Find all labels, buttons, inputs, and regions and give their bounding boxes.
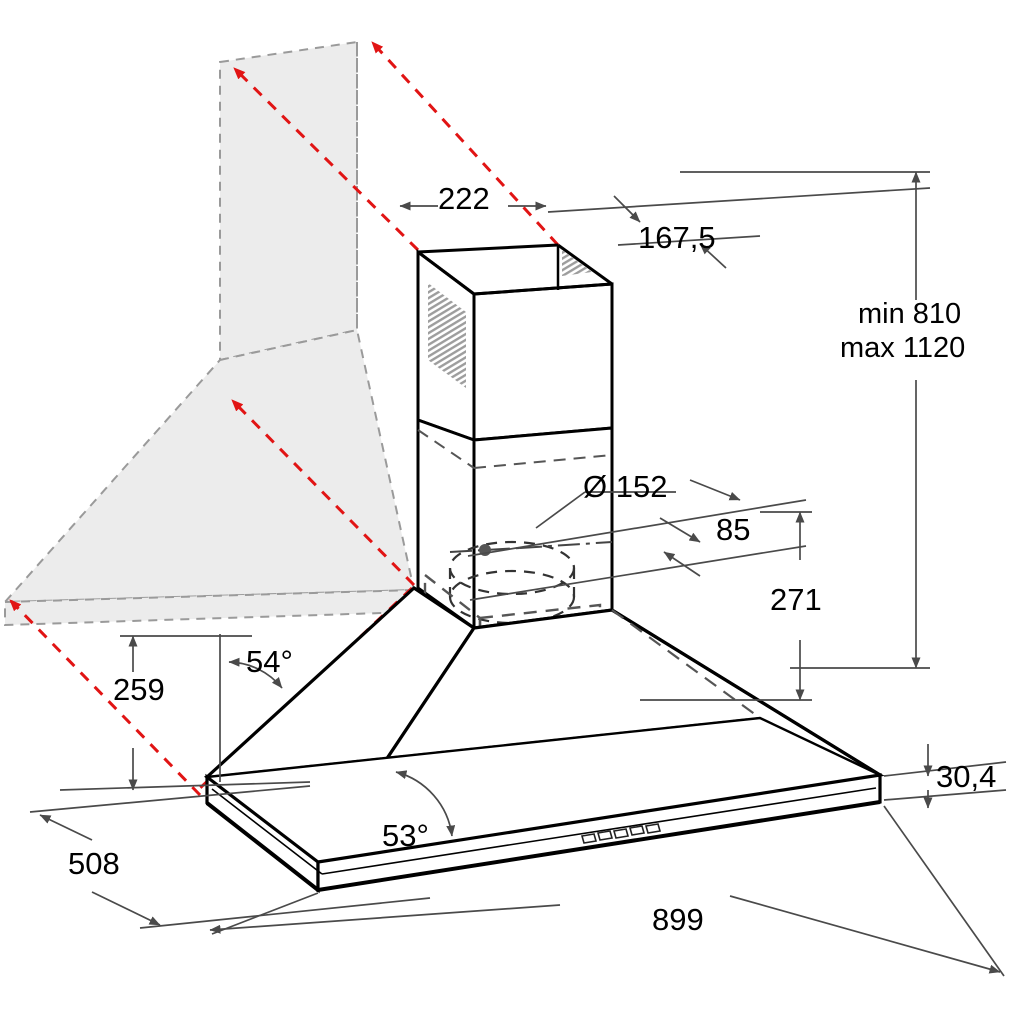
control-button[interactable] [612, 828, 630, 839]
chimney-lower [416, 417, 614, 631]
control-panel[interactable] [580, 823, 662, 844]
dimension-label-167-5: 167,5 [638, 220, 716, 255]
dimension-label-508: 508 [68, 846, 120, 881]
dimension-label-30-4: 30,4 [936, 759, 997, 794]
grille-icon [428, 283, 466, 388]
dimension-label-min-height: min 810 [858, 298, 962, 330]
dimension-label-899: 899 [652, 902, 704, 937]
control-button[interactable] [628, 825, 646, 836]
duct-outlet [448, 540, 576, 625]
dimension-label-max-height: max 1120 [840, 332, 966, 364]
dimension-label-222: 222 [438, 181, 490, 216]
chimney-upper [416, 243, 614, 443]
dimension-label-271: 271 [770, 582, 822, 617]
dimension-label-259: 259 [113, 672, 165, 707]
wall-projection-shadow [2, 40, 416, 627]
control-button[interactable] [580, 833, 598, 844]
control-button[interactable] [596, 830, 614, 841]
control-button[interactable] [644, 823, 662, 834]
angle-label-54: 54° [246, 644, 293, 679]
dimension-label-85: 85 [716, 512, 751, 547]
angle-label-53: 53° [382, 818, 429, 853]
dimension-lines [29, 171, 1007, 977]
dimension-label-duct-diameter: Ø 152 [583, 469, 668, 504]
